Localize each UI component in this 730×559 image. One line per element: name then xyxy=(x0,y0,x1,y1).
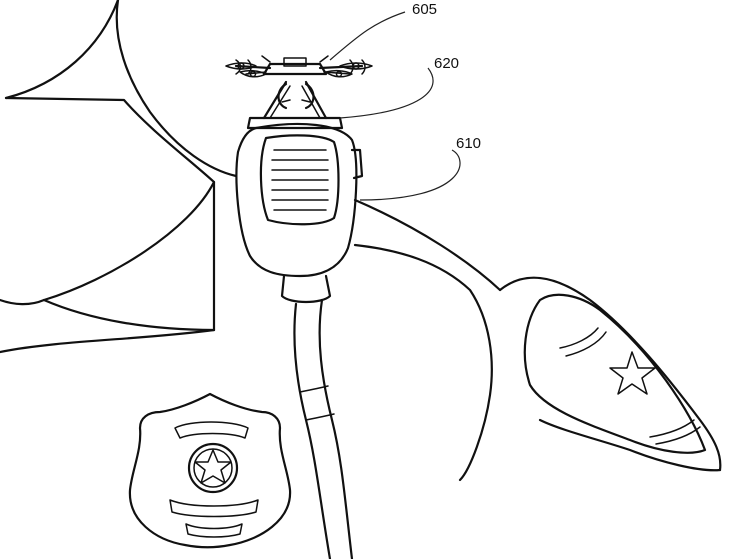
badge xyxy=(128,392,292,549)
ref-label-mount: 620 xyxy=(434,55,459,72)
person-outline xyxy=(0,0,722,482)
radio-cable xyxy=(293,298,354,559)
leader-620 xyxy=(339,67,434,119)
leader-610 xyxy=(359,149,461,201)
ref-label-radio: 610 xyxy=(456,135,481,152)
radio-microphone xyxy=(235,122,364,304)
leader-605 xyxy=(329,11,406,61)
drone xyxy=(225,55,373,78)
ref-label-drone: 605 xyxy=(412,1,437,18)
drone-mount xyxy=(246,80,344,130)
reference-leaders xyxy=(329,11,461,201)
